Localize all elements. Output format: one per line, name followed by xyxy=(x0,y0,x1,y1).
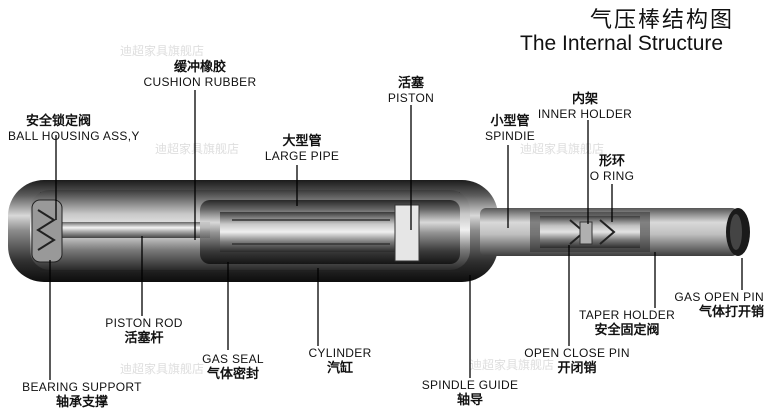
label-piston-rod-en: PISTON ROD xyxy=(105,316,183,330)
spindle-tube xyxy=(480,208,750,256)
leader-lines xyxy=(49,90,743,380)
label-o-ring: 形环 O RING xyxy=(580,154,644,184)
label-piston-rod: PISTON ROD 活塞杆 xyxy=(98,316,190,346)
title-chinese: 气压棒结构图 xyxy=(590,8,735,33)
inner-chamber xyxy=(30,190,470,270)
label-spindle-guide-cn: 轴导 xyxy=(456,393,483,408)
label-piston-rod-cn: 活塞杆 xyxy=(124,331,164,346)
label-gas-seal-cn: 气体密封 xyxy=(206,367,259,382)
label-cylinder: CYLINDER 汽缸 xyxy=(300,346,380,376)
label-spindle-en: SPINDIE xyxy=(484,129,536,143)
label-piston-cn: 活塞 xyxy=(397,76,424,91)
label-bearing-support-cn: 轴承支撑 xyxy=(55,395,108,410)
label-gas-seal: GAS SEAL 气体密封 xyxy=(195,352,271,382)
label-taper-holder: TAPER HOLDER 安全固定阀 xyxy=(568,308,686,338)
watermark: 迪超家具旗舰店 xyxy=(120,362,205,376)
label-gas-open-pin: GAS OPEN PIN 气体打开销 xyxy=(660,290,764,320)
title-english: The Internal Structure xyxy=(520,32,724,55)
label-cylinder-en: CYLINDER xyxy=(308,346,372,360)
label-inner-holder-cn: 内架 xyxy=(571,92,598,107)
label-piston: 活塞 PISTON xyxy=(375,76,447,106)
label-gas-open-pin-cn: 气体打开销 xyxy=(698,305,764,320)
watermark: 迪超家具旗舰店 xyxy=(520,142,605,156)
label-inner-holder: 内架 INNER HOLDER xyxy=(530,92,640,122)
label-open-close-pin-cn: 开闭销 xyxy=(557,361,597,376)
label-open-close-pin: OPEN CLOSE PIN 开闭销 xyxy=(512,346,642,376)
watermark: 迪超家具旗舰店 xyxy=(470,358,555,372)
label-gas-seal-en: GAS SEAL xyxy=(202,352,264,366)
label-cushion-rubber-en: CUSHION RUBBER xyxy=(143,75,257,89)
label-large-pipe-cn: 大型管 xyxy=(282,134,322,149)
label-ball-housing: 安全锁定阀 BALL HOUSING ASS,Y xyxy=(8,114,140,144)
label-taper-holder-en: TAPER HOLDER xyxy=(578,308,676,322)
label-large-pipe: 大型管 LARGE PIPE xyxy=(252,134,352,164)
label-bearing-support-en: BEARING SUPPORT xyxy=(22,380,142,394)
label-cushion-rubber: 缓冲橡胶 CUSHION RUBBER xyxy=(135,60,265,90)
watermark: 迪超家具旗舰店 xyxy=(120,44,205,58)
label-o-ring-cn: 形环 xyxy=(598,154,625,169)
label-large-pipe-en: LARGE PIPE xyxy=(264,149,340,163)
label-ball-housing-en: BALL HOUSING ASS,Y xyxy=(8,129,140,143)
label-spindle: 小型管 SPINDIE xyxy=(475,114,545,144)
label-gas-open-pin-en: GAS OPEN PIN xyxy=(674,290,764,304)
label-ball-housing-cn: 安全锁定阀 xyxy=(26,114,92,129)
label-spindle-guide-en: SPINDLE GUIDE xyxy=(421,378,519,392)
watermark: 迪超家具旗舰店 xyxy=(155,142,240,156)
label-spindle-guide: SPINDLE GUIDE 轴导 xyxy=(408,378,532,408)
label-piston-en: PISTON xyxy=(387,91,435,105)
label-taper-holder-cn: 安全固定阀 xyxy=(594,323,660,338)
label-o-ring-en: O RING xyxy=(589,169,635,183)
label-cushion-rubber-cn: 缓冲橡胶 xyxy=(173,60,226,75)
label-spindle-cn: 小型管 xyxy=(490,114,530,129)
label-inner-holder-en: INNER HOLDER xyxy=(537,107,633,121)
label-bearing-support: BEARING SUPPORT 轴承支撑 xyxy=(14,380,150,410)
label-cylinder-cn: 汽缸 xyxy=(326,361,353,376)
label-open-close-pin-en: OPEN CLOSE PIN xyxy=(524,346,630,360)
